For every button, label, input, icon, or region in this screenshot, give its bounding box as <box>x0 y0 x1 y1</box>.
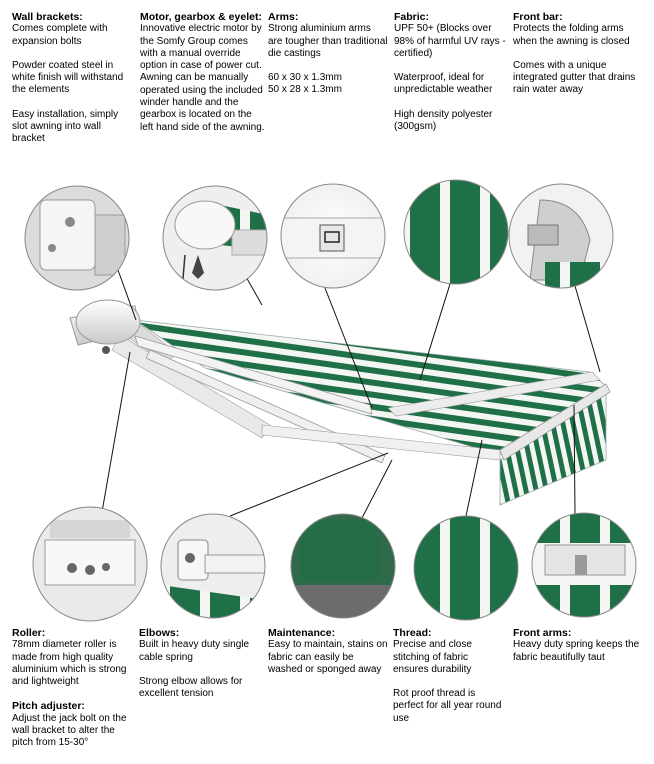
arms-title: Arms: <box>268 11 299 23</box>
front-bar-text-1: Protects the folding arms when the awnin… <box>513 23 630 47</box>
motor-gearbox-text-1: Innovative electric motor by the Somfy G… <box>140 23 262 72</box>
roller-text-1: 78mm diameter roller is made from high q… <box>12 639 127 688</box>
arms-dimensions: 60 x 30 x 1.3mm 50 x 28 x 1.3mm <box>268 72 342 96</box>
maintenance-detail <box>290 513 396 619</box>
fabric-text-1: UPF 50+ (Blocks over 98% of harmful UV r… <box>394 23 506 59</box>
maintenance-text-1: Easy to maintain, stains on fabric can e… <box>268 639 388 675</box>
pitch-adjuster-text-1: Adjust the jack bolt on the wall bracket… <box>12 712 127 749</box>
front-bar-text-2: Comes with a unique integrated gutter th… <box>513 59 636 96</box>
motor-gearbox-info: Motor, gearbox & eyelet: Innovative elec… <box>140 11 265 134</box>
arms-text-1: Strong aluminium arms are tougher than t… <box>268 23 388 59</box>
wall-brackets-info: Wall brackets: Comes complete with expan… <box>12 11 134 146</box>
elbows-info: Elbows: Built in heavy duty single cable… <box>139 627 261 700</box>
front-bar-title: Front bar: <box>513 11 563 23</box>
fabric-info: Fabric: UPF 50+ (Blocks over 98% of harm… <box>394 11 509 133</box>
roller-info: Roller: 78mm diameter roller is made fro… <box>12 627 130 750</box>
fabric-title: Fabric: <box>394 11 430 23</box>
front-arms-info: Front arms: Heavy duty spring keeps the … <box>513 627 649 664</box>
elbows-text-2: Strong elbow allows for excellent tensio… <box>139 675 243 700</box>
motor-gearbox-title: Motor, gearbox & eyelet: <box>140 11 262 23</box>
front-arms-text-1: Heavy duty spring keeps the fabric beaut… <box>513 639 640 663</box>
roller-detail <box>32 506 148 622</box>
thread-info: Thread: Precise and close stitching of f… <box>393 627 505 725</box>
leader-lines <box>101 269 601 519</box>
front-bar-info: Front bar: Protects the folding arms whe… <box>513 11 649 97</box>
wall-brackets-text-3: Easy installation, simply slot awning in… <box>12 108 119 145</box>
thread-text-2: Rot proof thread is perfect for all year… <box>393 688 502 724</box>
motor-gearbox-detail <box>162 185 268 291</box>
thread-detail <box>413 515 519 621</box>
pitch-adjuster-title: Pitch adjuster: <box>12 700 85 713</box>
fabric-text-2: Waterproof, ideal for unpredictable weat… <box>394 72 493 96</box>
roller-title: Roller: <box>12 627 46 639</box>
fabric-text-3: High density polyester (300gsm) <box>394 108 493 133</box>
front-arms-detail <box>531 512 637 618</box>
motor-gearbox-text-2: Awning can be manually operated using th… <box>140 72 265 133</box>
thread-title: Thread: <box>393 627 432 639</box>
arms-info: Arms: Strong aluminium arms are tougher … <box>268 11 388 97</box>
front-arms-title: Front arms: <box>513 627 572 639</box>
wall-brackets-title: Wall brackets: <box>12 11 83 23</box>
maintenance-info: Maintenance: Easy to maintain, stains on… <box>268 627 388 676</box>
elbows-title: Elbows: <box>139 627 180 639</box>
elbows-text-1: Built in heavy duty single cable spring <box>139 639 250 663</box>
arms-detail <box>280 183 386 289</box>
maintenance-title: Maintenance: <box>268 627 336 639</box>
wall-brackets-text-2: Powder coated steel in white finish will… <box>12 59 124 96</box>
thread-text-1: Precise and close stitching of fabric en… <box>393 639 472 675</box>
wall-brackets-text-1: Comes complete with expansion bolts <box>12 23 108 47</box>
front-bar-detail <box>508 183 614 289</box>
awning-body <box>69 299 611 506</box>
wall-bracket-detail <box>24 185 130 291</box>
fabric-detail <box>403 179 509 285</box>
elbows-detail <box>160 513 266 619</box>
